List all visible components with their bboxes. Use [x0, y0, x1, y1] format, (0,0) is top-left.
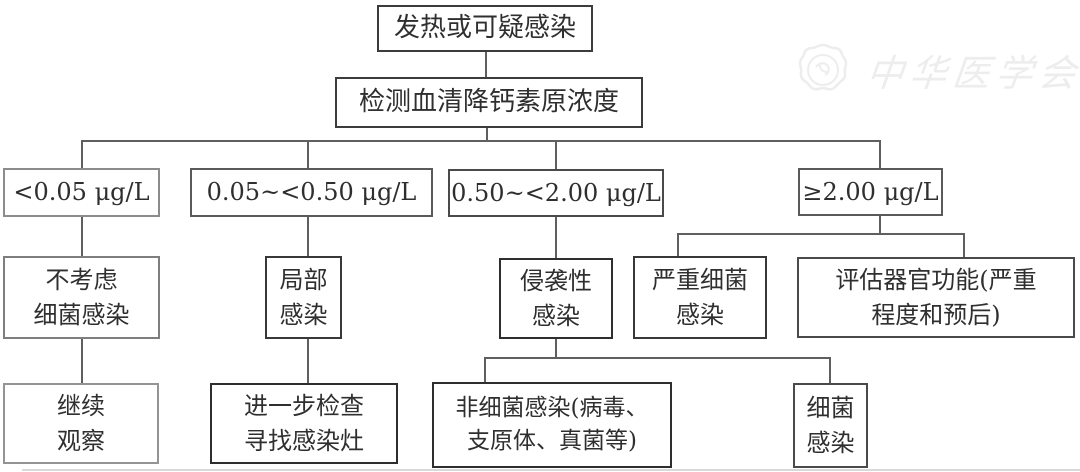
- node-continue-observation: 继续 观察: [3, 383, 159, 464]
- node-invasive-infection: 侵袭性 感染: [499, 258, 613, 339]
- node-range-below-0.05: <0.05 μg/L: [3, 168, 160, 217]
- edge-top-branch: [81, 51, 881, 170]
- node-test-serum-procalcitonin: 检测血清降钙素原浓度: [335, 77, 643, 128]
- edge-column-mid-high-branch: [484, 216, 831, 384]
- node-range-above-2.00: ≥2.00 μg/L: [798, 168, 943, 216]
- node-severe-bacterial-infection: 严重细菌 感染: [633, 256, 767, 339]
- node-no-bacterial-infection: 不考虑 细菌感染: [3, 256, 160, 339]
- node-bacterial-infection: 细菌 感染: [793, 383, 868, 468]
- node-local-infection: 局部 感染: [265, 256, 342, 339]
- node-range-0.50-to-2.00: 0.50~<2.00 μg/L: [448, 169, 664, 217]
- node-non-bacterial-infection: 非细菌感染(病毒、 支原体、真菌等): [432, 382, 672, 468]
- node-further-exam-find-focus: 进一步检查 寻找感染灶: [210, 383, 398, 464]
- node-range-0.05-to-0.50: 0.05~<0.50 μg/L: [190, 168, 433, 217]
- bottom-edge-line: [22, 469, 1080, 471]
- node-assess-organ-function: 评估器官功能(严重 程度和预后): [797, 257, 1075, 338]
- node-fever-or-suspected-infection: 发热或可疑感染: [377, 5, 593, 52]
- edge-column-high-branch: [677, 215, 965, 258]
